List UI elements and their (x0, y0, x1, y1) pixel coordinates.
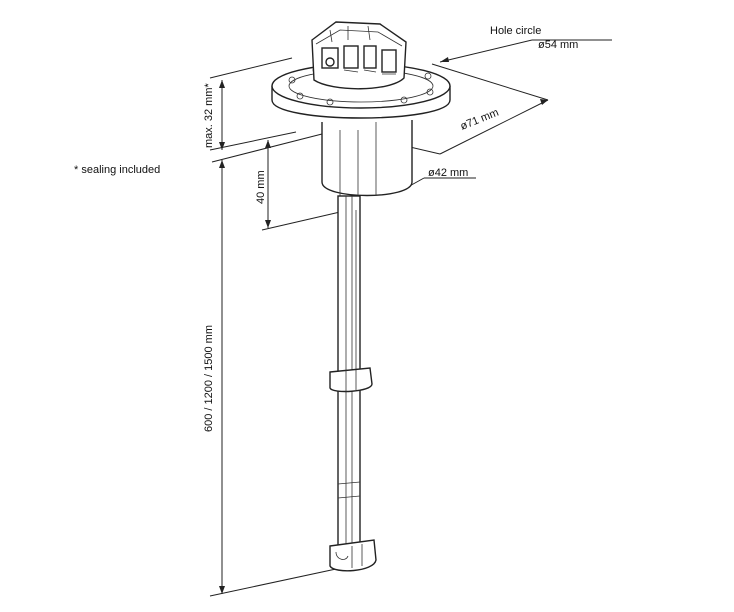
diameter-42-label: ø42 mm (428, 167, 468, 179)
hole-circle-label: Hole circle (490, 25, 541, 37)
length-label: 600 / 1200 / 1500 mm (203, 325, 215, 432)
height-40-label: 40 mm (255, 170, 267, 204)
sealing-note: * sealing included (74, 164, 160, 176)
diameter-71-label: ø71 mm (459, 107, 501, 133)
max-32-label: max. 32 mm* (203, 82, 215, 148)
diameter-54-label: ø54 mm (538, 39, 578, 51)
sensor-body (271, 21, 451, 572)
dimension-lines (209, 39, 612, 597)
dimension-labels: Hole circle ø54 mm ø71 mm ø42 mm max. 32… (74, 25, 578, 432)
